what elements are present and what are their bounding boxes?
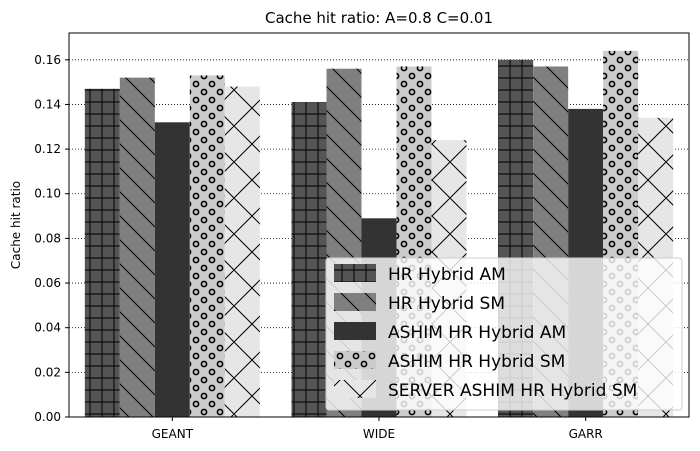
- x-tick-label: WIDE: [363, 427, 395, 441]
- bar-hatch: [224, 86, 260, 418]
- legend-swatch-hatch: [334, 380, 376, 398]
- y-tick-label: 0.00: [34, 410, 61, 424]
- legend: HR Hybrid AM HR Hybrid SM ASHIM HR Hybrid …: [325, 257, 683, 411]
- y-axis-label: Cache hit ratio: [9, 181, 23, 269]
- legend-swatch-hatch: [334, 264, 376, 282]
- y-tick-label: 0.16: [34, 53, 61, 67]
- legend-label: SERVER ASHIM HR Hybrid SM: [388, 381, 637, 401]
- bar-hatch: [189, 75, 225, 417]
- x-tick-label: GEANT: [152, 427, 194, 441]
- bar-hatch: [291, 102, 327, 418]
- x-tick-label: GARR: [569, 427, 603, 441]
- legend-swatch-hatch: [334, 351, 376, 369]
- legend-label: HR Hybrid AM: [388, 265, 506, 285]
- legend-label: ASHIM HR Hybrid SM: [388, 352, 565, 372]
- x-axis: GEANT WIDE GARR: [152, 417, 603, 441]
- bar-geant-series-2: [154, 122, 190, 418]
- chart-title: Cache hit ratio: A=0.8 C=0.01: [265, 9, 493, 27]
- legend-swatch: [334, 322, 376, 340]
- y-tick-label: 0.02: [34, 365, 61, 379]
- y-axis: 0.00 0.02 0.04 0.06 0.08 0.10 0.12 0.14 0.16: [34, 53, 69, 424]
- bar-hatch: [84, 88, 120, 417]
- legend-box: [325, 257, 683, 411]
- y-tick-label: 0.10: [34, 187, 61, 201]
- y-tick-label: 0.08: [34, 231, 61, 245]
- y-tick-label: 0.06: [34, 276, 61, 290]
- legend-swatch-hatch: [334, 293, 376, 311]
- legend-label: HR Hybrid SM: [388, 294, 505, 314]
- y-tick-label: 0.04: [34, 321, 61, 335]
- bar-hatch: [119, 77, 155, 418]
- y-tick-label: 0.12: [34, 142, 61, 156]
- legend-label: ASHIM HR Hybrid AM: [388, 323, 566, 343]
- y-tick-label: 0.14: [34, 97, 61, 111]
